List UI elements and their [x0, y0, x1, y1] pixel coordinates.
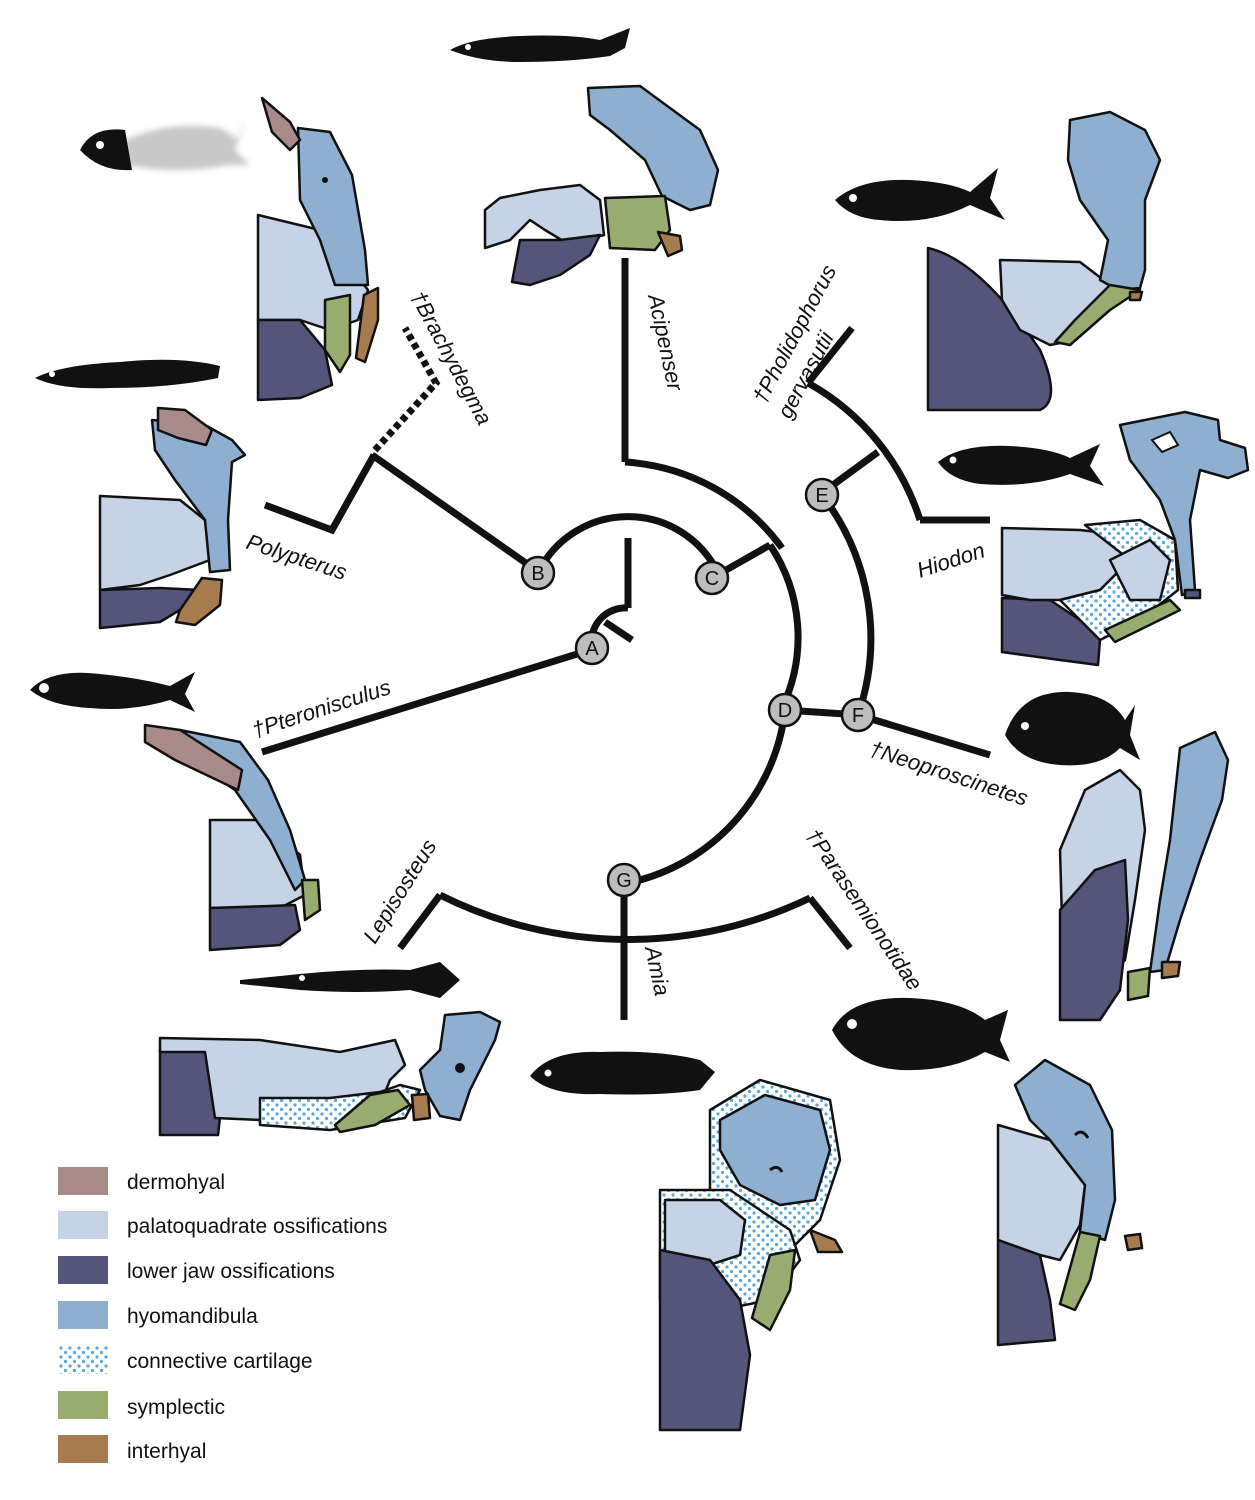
node-D-label: D [778, 700, 792, 722]
node-E-label: E [815, 485, 828, 507]
legend-item-lower-jaw: lower jaw ossifications [58, 1256, 335, 1284]
node-G: G [606, 862, 642, 898]
suspensorium-pteronisculus [143, 723, 322, 952]
legend-item-palatoquadrate: palatoquadrate ossifications [58, 1211, 387, 1239]
legend: dermohyal palatoquadrate ossifications l… [58, 1167, 387, 1463]
node-A: A [574, 630, 610, 666]
node-G-label: G [616, 870, 632, 892]
suspensorium-amia [658, 1078, 844, 1432]
node-F-label: F [852, 705, 864, 727]
taxon-acipenser: Acipenser [643, 290, 689, 394]
node-C-label: C [705, 568, 719, 590]
legend-label-palatoquadrate: palatoquadrate ossifications [127, 1215, 387, 1238]
tree-nodes: A B C D E F G [520, 477, 876, 898]
taxon-polypterus: Polypterus [243, 529, 350, 585]
node-D: D [767, 692, 803, 728]
suspensorium-brachydegma [256, 96, 380, 402]
taxon-neoproscinetes: †Neoproscinetes [866, 736, 1031, 811]
legend-item-hyomandibula: hyomandibula [58, 1301, 258, 1329]
legend-swatch-dermohyal [58, 1167, 108, 1195]
fish-silhouette-brachydegma [80, 118, 250, 171]
bone-diagrams [98, 84, 1250, 1432]
fish-silhouette-acipenser [450, 28, 630, 62]
legend-item-interhyal: interhyal [58, 1435, 206, 1463]
fish-silhouette-polypterus [35, 359, 220, 389]
suspensorium-neoproscinetes [1058, 730, 1230, 1022]
fish-silhouette-pholidophorus [835, 168, 1005, 221]
fish-silhouettes [30, 28, 1140, 1095]
fish-silhouette-hiodon [938, 444, 1104, 486]
legend-label-symplectic: symplectic [127, 1396, 225, 1419]
fish-silhouette-lepisosteus [240, 962, 460, 998]
legend-swatch-hyomandibula [58, 1301, 108, 1329]
legend-label-connective-cartilage: connective cartilage [127, 1350, 313, 1373]
legend-item-symplectic: symplectic [58, 1391, 225, 1419]
tree-branches [260, 258, 992, 1020]
legend-swatch-connective-cartilage [58, 1346, 108, 1374]
legend-label-interhyal: interhyal [127, 1440, 206, 1463]
legend-item-connective-cartilage: connective cartilage [58, 1346, 313, 1374]
suspensorium-lepisosteus [158, 1010, 502, 1137]
legend-swatch-lower-jaw [58, 1256, 108, 1284]
taxon-hiodon: Hiodon [914, 537, 988, 582]
taxon-lepisosteus: Lepisosteus [358, 835, 441, 948]
suspensorium-parasemionotidae [996, 1058, 1144, 1347]
legend-swatch-symplectic [58, 1391, 108, 1419]
node-A-label: A [585, 638, 599, 660]
node-B-label: B [531, 563, 544, 585]
fish-silhouette-parasemionotidae [832, 997, 1010, 1071]
legend-item-dermohyal: dermohyal [58, 1167, 225, 1195]
node-C: C [694, 560, 730, 596]
fish-silhouette-pteronisculus [30, 672, 195, 712]
suspensorium-hiodon [1000, 410, 1250, 667]
legend-swatch-interhyal [58, 1435, 108, 1463]
fish-silhouette-neoproscinetes [1005, 691, 1140, 766]
suspensorium-acipenser [483, 84, 720, 287]
legend-label-hyomandibula: hyomandibula [127, 1305, 258, 1328]
fish-silhouette-amia [530, 1051, 715, 1095]
legend-label-lower-jaw: lower jaw ossifications [127, 1260, 335, 1283]
node-F: F [840, 697, 876, 733]
node-E: E [804, 477, 840, 513]
suspensorium-pholidophorus [926, 110, 1162, 412]
taxon-amia: Amia [640, 942, 675, 998]
suspensorium-polypterus [98, 406, 247, 630]
legend-label-dermohyal: dermohyal [127, 1171, 225, 1194]
node-B: B [520, 555, 556, 591]
legend-swatch-palatoquadrate [58, 1211, 108, 1239]
